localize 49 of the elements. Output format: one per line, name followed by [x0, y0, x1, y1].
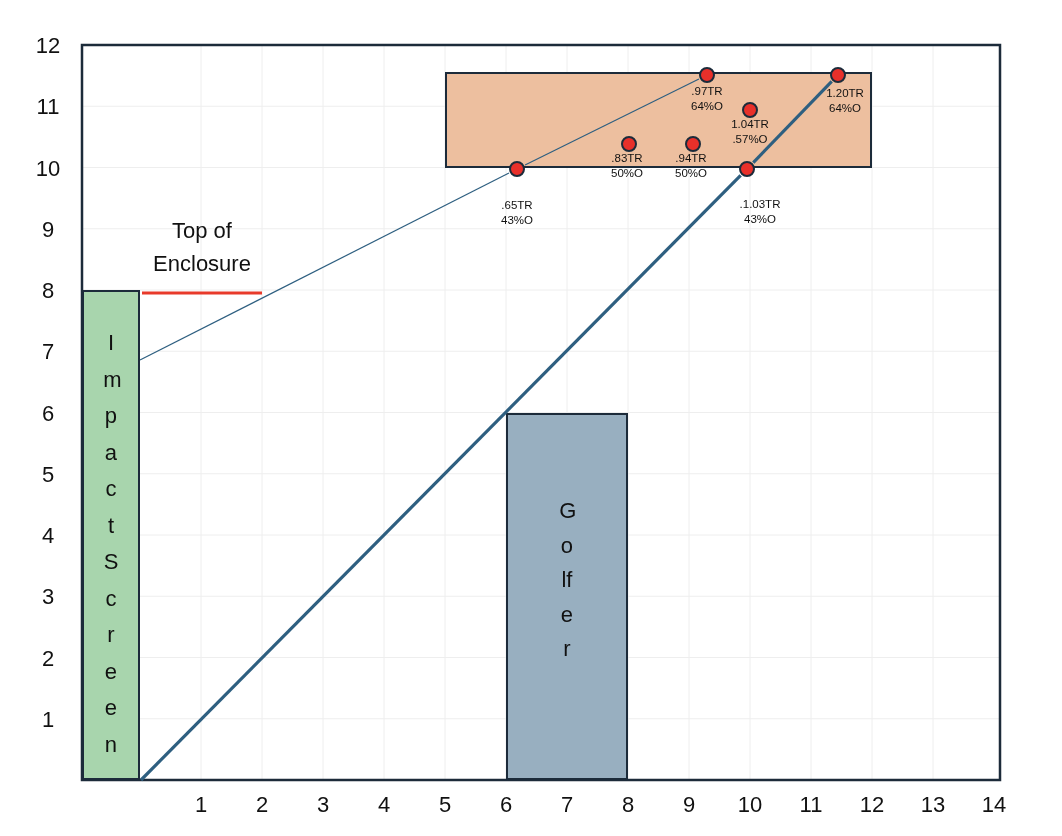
axis-tick-label: 10 — [737, 790, 763, 819]
axis-tick-label: 6 — [41, 399, 55, 427]
sight-line — [752, 80, 833, 164]
axis-tick-label: 8 — [41, 276, 55, 305]
axis-tick-label: 9 — [682, 790, 696, 819]
vertical-label: Impact Screen — [103, 329, 119, 759]
data-point — [685, 136, 701, 152]
axis-tick-label: 11 — [36, 92, 60, 121]
axis-tick-label: 1 — [41, 705, 55, 734]
axis-tick-label: 5 — [41, 460, 55, 489]
axis-tick-label: 1 — [194, 790, 208, 819]
point-label: .83TR 50%O — [611, 151, 643, 181]
data-point — [509, 161, 525, 177]
data-point — [621, 136, 637, 152]
axis-tick-label: 3 — [316, 790, 330, 819]
point-label: .94TR 50%O — [675, 151, 707, 181]
point-label: 1.04TR .57%O — [731, 117, 769, 147]
axis-tick-label: 3 — [41, 582, 55, 611]
axis-tick-label: 7 — [41, 337, 55, 366]
axis-tick-label: 14 — [981, 790, 1007, 819]
data-point — [739, 161, 755, 177]
point-label: .97TR 64%O — [691, 84, 723, 114]
annotation-label: Top of Enclosure — [152, 217, 252, 278]
vertical-label: Golfer — [559, 497, 575, 663]
axis-tick-label: 4 — [377, 790, 391, 819]
axis-tick-label: 8 — [621, 790, 635, 819]
axis-tick-label: 13 — [920, 790, 946, 819]
golfer-box — [506, 412, 628, 780]
point-label: .65TR 43%O — [501, 198, 533, 228]
point-label: 1.20TR 64%O — [826, 86, 864, 116]
axis-tick-label: 12 — [859, 790, 885, 819]
sight-line — [524, 78, 700, 166]
impact-screen-box — [82, 290, 140, 780]
axis-tick-label: 11 — [799, 790, 823, 819]
point-label: .1.03TR 43%O — [739, 197, 781, 227]
data-point — [742, 102, 758, 118]
axis-tick-label: 5 — [438, 790, 452, 819]
axis-tick-label: 2 — [41, 644, 55, 672]
axis-tick-label: 10 — [35, 154, 61, 182]
data-point — [699, 67, 715, 83]
axis-tick-label: 6 — [499, 790, 513, 819]
sight-line — [139, 172, 510, 361]
axis-tick-label: 12 — [35, 31, 61, 60]
data-point — [830, 67, 846, 83]
axis-tick-label: 4 — [41, 521, 55, 550]
axis-tick-label: 2 — [255, 790, 269, 819]
zone-box — [445, 72, 872, 168]
axis-tick-label: 7 — [560, 790, 574, 819]
axis-tick-label: 9 — [41, 215, 55, 244]
